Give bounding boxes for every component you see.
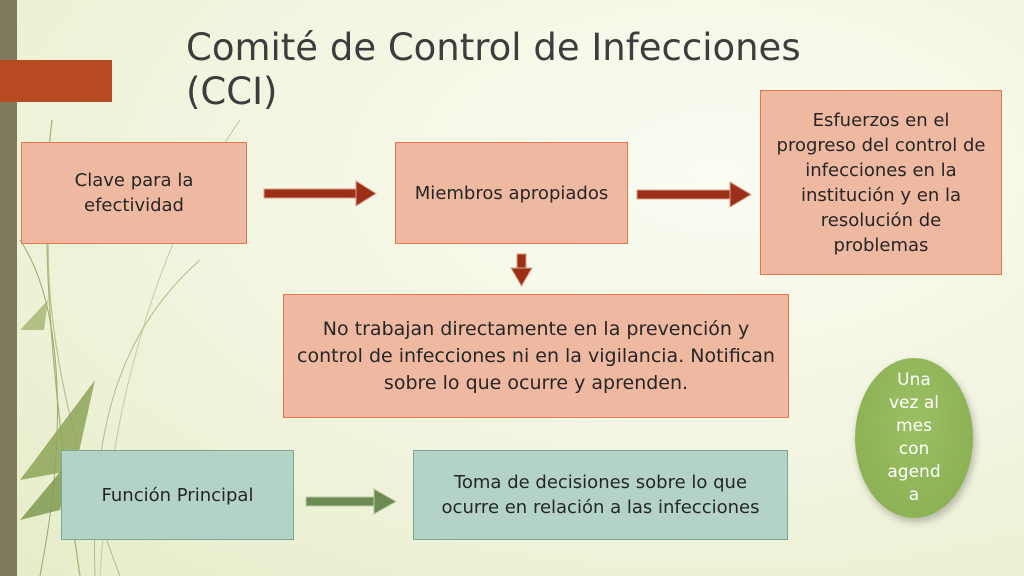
node-miembros-apropiados: Miembros apropiados — [395, 142, 628, 244]
node-esfuerzos: Esfuerzos en el progreso del control de … — [760, 90, 1002, 275]
node-toma-decisiones: Toma de decisiones sobre lo que ocurre e… — [413, 450, 788, 540]
slide-title: Comité de Control de Infecciones (CCI) — [186, 26, 801, 113]
node-clave-efectividad: Clave para la efectividad — [21, 142, 247, 244]
node-no-trabajan: No trabajan directamente en la prevenció… — [283, 294, 789, 418]
left-accent-bar — [0, 0, 17, 576]
arrow-funcion-to-toma — [305, 488, 398, 515]
node-funcion-principal: Función Principal — [61, 450, 294, 540]
arrow-clave-to-miembros — [263, 180, 377, 207]
frequency-label: Una vez al mes con agenda — [887, 370, 941, 505]
frequency-ellipse: Una vez al mes con agenda — [855, 358, 973, 518]
arrow-miembros-to-esfuerzos — [636, 181, 752, 208]
arrow-miembros-to-no-trabajan — [510, 253, 533, 287]
title-accent-tab — [0, 60, 134, 102]
